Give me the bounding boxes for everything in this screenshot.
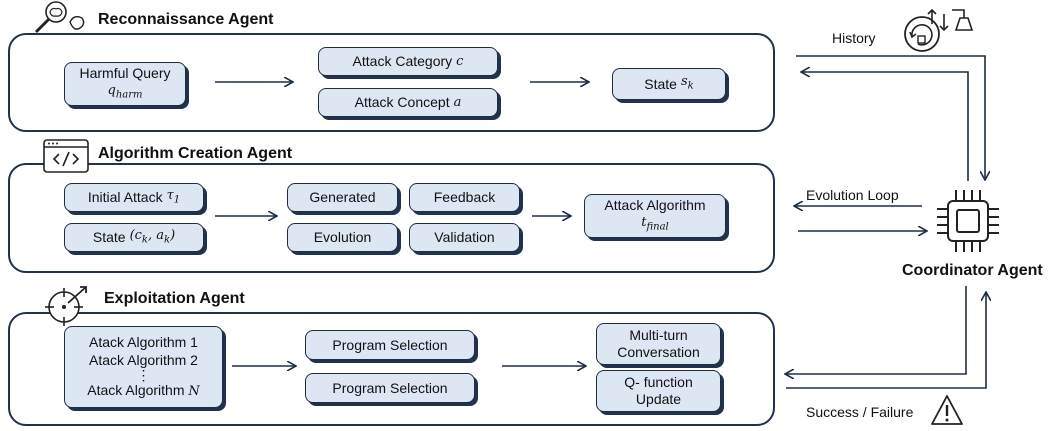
harmful-query-math: qharm	[107, 82, 143, 101]
attack-concept-label: Attack Concept	[354, 94, 450, 110]
success-failure-label: Success / Failure	[806, 404, 914, 420]
creation-state-math: (ck, ak)	[129, 227, 176, 246]
attack-algorithm-1-label: Atack Algorithm 1	[89, 334, 198, 350]
initial-attack-box: Initial Attack τ1	[64, 183, 204, 212]
program-selection-2-box: Program Selection	[305, 373, 475, 403]
multi-turn-label: Multi-turn Conversation	[617, 327, 700, 360]
validation-box: Validation	[409, 223, 520, 252]
initial-attack-label: Initial Attack	[87, 189, 163, 205]
arrow-coordinator-to-recon	[802, 72, 969, 181]
code-window-icon	[42, 138, 90, 174]
evolution-label: Evolution	[313, 229, 372, 245]
attack-algorithm-2-label: Atack Algorithm 2	[89, 352, 198, 368]
attack-algorithms-box: Atack Algorithm 1 Atack Algorithm 2 ⋮ At…	[64, 326, 223, 408]
q-function-box: Q- function Update	[596, 370, 721, 412]
recon-state-label: State	[644, 75, 677, 92]
recon-state-box: State sk	[612, 68, 726, 100]
attack-algorithm-n-math: N	[188, 384, 200, 399]
evolution-loop-label: Evolution Loop	[806, 187, 899, 203]
creation-state-label: State	[92, 229, 126, 245]
creation-state-box: State (ck, ak)	[64, 223, 204, 252]
generated-box: Generated	[287, 183, 398, 212]
attack-category-label: Attack Category	[352, 53, 453, 69]
evolution-box: Evolution	[287, 223, 398, 252]
generated-label: Generated	[309, 189, 376, 205]
multi-turn-box: Multi-turn Conversation	[596, 323, 721, 365]
attack-category-math: c	[456, 54, 464, 69]
history-cycle-icon	[896, 6, 980, 54]
harmful-query-box: Harmful Query qharm	[64, 62, 186, 106]
arrow-recon-to-coordinator	[796, 55, 985, 179]
arrow-coordinator-to-exploit	[786, 286, 967, 374]
coordinator-agent-title: Coordinator Agent	[902, 262, 1043, 279]
program-selection-1-label: Program Selection	[332, 336, 448, 353]
q-function-label: Q- function Update	[624, 374, 693, 407]
attack-category-box: Attack Category c	[318, 47, 498, 76]
attack-concept-math: a	[453, 95, 462, 110]
exploitation-title: Exploitation Agent	[104, 290, 245, 307]
algorithm-creation-title: Algorithm Creation Agent	[98, 145, 293, 162]
cpu-chip-icon	[935, 188, 1001, 254]
attack-algorithm-label: Attack Algorithm	[604, 196, 706, 213]
history-label: History	[832, 30, 876, 46]
reconnaissance-title: Reconnaissance Agent	[98, 11, 274, 28]
feedback-box: Feedback	[409, 183, 520, 212]
feedback-label: Feedback	[433, 189, 496, 205]
attack-algorithm-n-label: Atack Algorithm	[87, 382, 185, 398]
harmful-query-label: Harmful Query	[79, 64, 171, 81]
recon-state-math: sk	[680, 74, 694, 92]
crosshair-target-icon	[42, 285, 90, 327]
initial-attack-math: τ1	[166, 187, 181, 206]
warning-triangle-icon	[930, 394, 964, 426]
attack-algorithm-n-row: Atack Algorithm N	[87, 381, 200, 401]
magnifier-brain-icon	[30, 0, 88, 36]
validation-label: Validation	[434, 229, 495, 245]
arrow-exploit-to-coordinator	[786, 293, 986, 389]
attack-algorithm-box: Attack Algorithm tfinal	[584, 194, 726, 238]
attack-concept-box: Attack Concept a	[318, 88, 498, 117]
attack-algorithm-math: tfinal	[641, 214, 669, 233]
program-selection-1-box: Program Selection	[305, 330, 475, 360]
program-selection-2-label: Program Selection	[332, 379, 448, 396]
attack-algorithm-dots: ⋮	[136, 367, 151, 383]
